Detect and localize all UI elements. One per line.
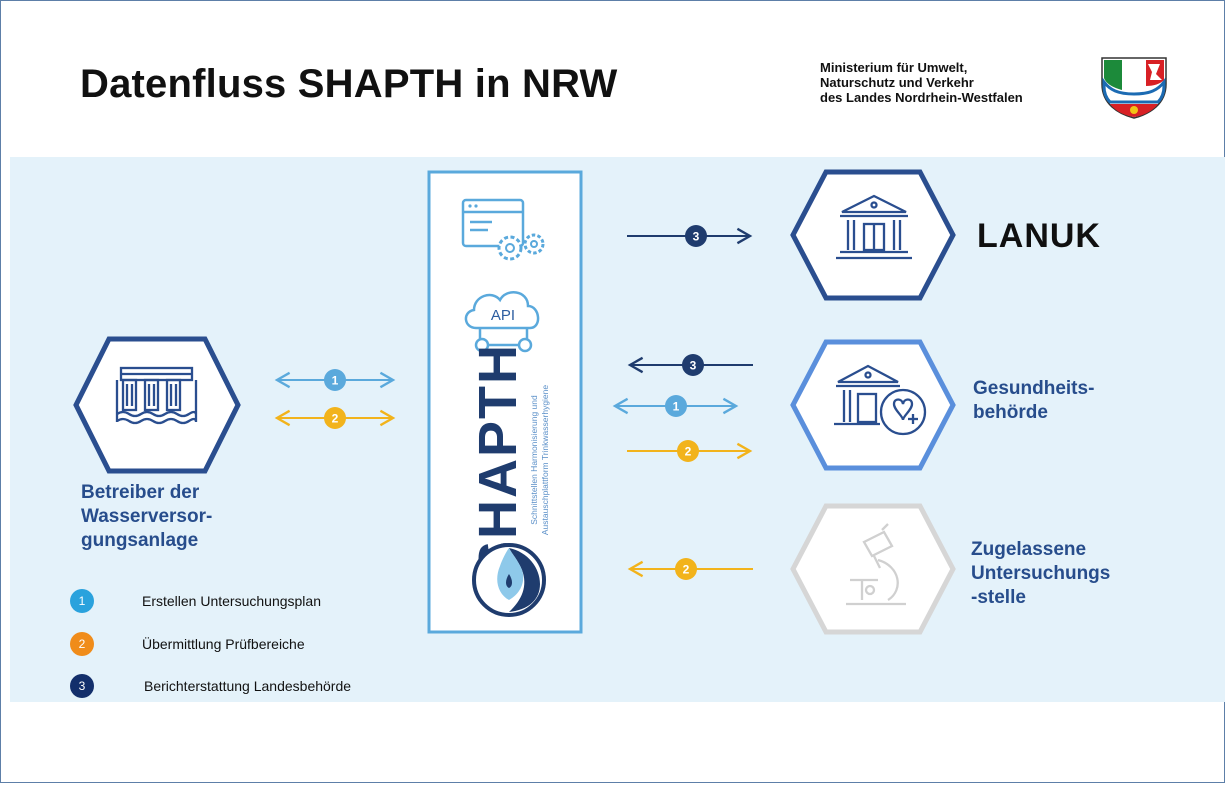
flow-badge-1: 1 [332, 374, 339, 388]
legend-badge-2: 2 [70, 632, 94, 656]
lanuk-node [790, 169, 956, 301]
api-cloud-icon: API [464, 291, 540, 353]
lab-label-line-1: Zugelassene [971, 539, 1087, 560]
platform-name: SHAPTH [468, 343, 528, 577]
page-title: Datenfluss SHAPTH in NRW [80, 62, 618, 106]
health-authority-label: Gesundheits- behörde [973, 377, 1094, 425]
arrow-flow-2-lab: 2 [627, 558, 753, 580]
ministry-name: Ministerium für Umwelt, Naturschutz und … [820, 60, 1023, 105]
api-label: API [491, 307, 515, 324]
arrow-flow-3-lanuk: 3 [627, 225, 753, 247]
health-authority-label-line-1: Gesundheits- [973, 378, 1095, 399]
operator-label: Betreiber der Wasserversor- gungsanlage [81, 481, 212, 553]
arrow-flow-3-health: 3 [627, 354, 753, 376]
health-authority-label-line-2: behörde [973, 402, 1048, 423]
legend-badge-3: 3 [70, 674, 94, 698]
lab-label-line-3: -stelle [971, 587, 1026, 608]
arrow-flow-2-health: 2 [627, 440, 753, 462]
arrow-flow-1-operator: 1 [274, 369, 396, 391]
flow-badge-2: 2 [683, 563, 690, 577]
legend-text-1: Erstellen Untersuchungsplan [142, 593, 321, 609]
operator-label-line-2: Wasserversor- [81, 506, 213, 527]
flow-badge-3: 3 [693, 230, 700, 244]
operator-node [73, 336, 241, 474]
arrow-flow-2-operator: 2 [274, 407, 396, 429]
nrw-crest-logo [1101, 57, 1167, 119]
arrow-flow-1-health: 1 [612, 395, 739, 417]
shapth-platform: API SHAPTH Schnittstellen Harmonisierung… [427, 170, 583, 634]
lanuk-label: LANUK [977, 217, 1101, 255]
flow-badge-1: 1 [673, 400, 680, 414]
flow-badge-2: 2 [332, 412, 339, 426]
ministry-line-1: Ministerium für Umwelt, [820, 60, 968, 75]
legend-text-3: Berichterstattung Landesbehörde [144, 678, 352, 694]
legend-badge-1: 1 [70, 589, 94, 613]
government-building-icon [836, 194, 912, 260]
ministry-line-3: des Landes Nordrhein-Westfalen [820, 90, 1023, 105]
platform-subtitle-line-2: Austauschplattform Trinkwasserhygiene [540, 385, 550, 536]
lab-label: Zugelassene Untersuchungs -stelle [971, 538, 1110, 610]
platform-subtitle-line-1: Schnittstellen Harmonisierung und [529, 395, 539, 525]
flow-badge-2: 2 [685, 445, 692, 459]
health-authority-node [790, 339, 956, 471]
water-plant-icon [115, 366, 198, 425]
lab-node [790, 503, 956, 635]
legend-text-2: Übermittlung Prüfbereiche [142, 636, 305, 652]
ministry-line-2: Naturschutz und Verkehr [820, 75, 974, 90]
config-gears-icon [461, 198, 545, 261]
microscope-icon [846, 523, 906, 606]
shapth-drop-logo-icon [472, 543, 546, 617]
operator-label-line-3: gungsanlage [81, 530, 199, 551]
health-office-icon [834, 364, 927, 436]
operator-label-line-1: Betreiber der [81, 482, 200, 503]
lab-label-line-2: Untersuchungs [971, 563, 1111, 584]
flow-badge-3: 3 [690, 359, 697, 373]
